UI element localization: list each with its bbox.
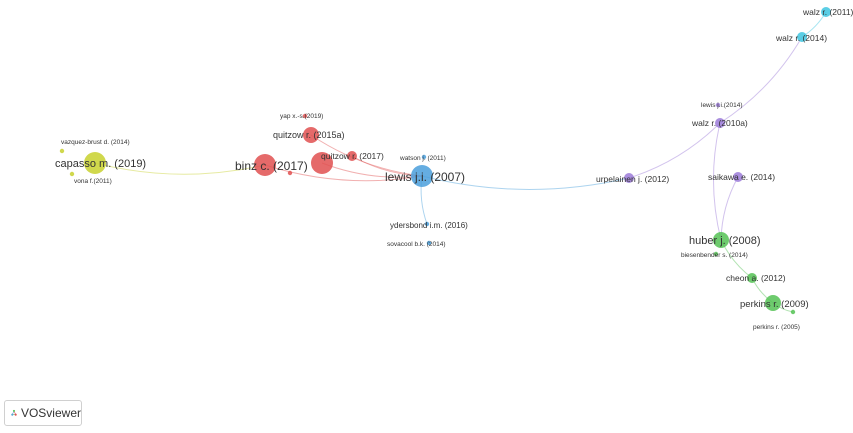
node-red_small[interactable] — [287, 170, 293, 176]
node-perkins2005[interactable] — [790, 309, 796, 315]
node-walz2014[interactable] — [797, 32, 807, 42]
node-capasso[interactable] — [84, 152, 106, 174]
node-cheon[interactable] — [747, 273, 757, 283]
link-lewis2007-urpelainen — [421, 175, 630, 190]
node-saikawa[interactable] — [733, 172, 743, 182]
node-vona[interactable] — [69, 171, 75, 177]
vosviewer-logo-text: VOSviewer — [20, 406, 81, 420]
label-urpelainen[interactable]: urpelainen j. (2012) — [596, 174, 669, 184]
label-walz2011[interactable]: walz r. (2011) — [802, 7, 853, 17]
link-walz2010a-walz2014 — [719, 36, 803, 124]
label-vona[interactable]: vona f.(2011) — [74, 178, 112, 185]
label-walz2010a[interactable]: walz r. (2010a) — [691, 118, 748, 128]
node-quitzow2017[interactable] — [347, 151, 357, 161]
node-red_mid[interactable] — [311, 152, 333, 174]
label-cheon[interactable]: cheon a. (2012) — [726, 273, 786, 283]
label-binz[interactable]: binz c. (2017) — [235, 159, 308, 173]
label-perkins2009[interactable]: perkins r. (2009) — [740, 299, 809, 310]
node-huber[interactable] — [713, 232, 729, 248]
label-saikawa[interactable]: saikawa e. (2014) — [708, 172, 775, 182]
node-urpelainen[interactable] — [624, 173, 634, 183]
node-lewis2014[interactable] — [715, 102, 721, 108]
node-walz2010a[interactable] — [715, 118, 725, 128]
link-walz2010a-huber — [712, 122, 722, 241]
label-huber[interactable]: huber j. (2008) — [689, 235, 761, 247]
node-ydersbond[interactable] — [424, 221, 430, 227]
node-perkins2009[interactable] — [765, 295, 781, 311]
label-lewis2007[interactable]: lewis j.i. (2007) — [385, 170, 465, 184]
node-vazquez[interactable] — [59, 148, 65, 154]
node-sovacool[interactable] — [426, 240, 432, 246]
link-binz-lewis2007 — [264, 164, 423, 182]
label-lewis2014[interactable]: lewis j.i.(2014) — [701, 102, 743, 109]
node-watson[interactable] — [421, 154, 427, 160]
link-urpelainen-walz2010a — [628, 122, 721, 179]
node-yap[interactable] — [302, 113, 308, 119]
label-ydersbond[interactable]: ydersbond i.m. (2016) — [390, 221, 468, 230]
vosviewer-logo-icon — [11, 409, 17, 416]
label-perkins2005[interactable]: perkins r. (2005) — [753, 324, 800, 331]
label-yap[interactable]: yap x.-s.(2019) — [280, 113, 323, 120]
label-watson[interactable]: watson j. (2011) — [399, 155, 446, 162]
label-capasso[interactable]: capasso m. (2019) — [55, 158, 146, 170]
node-lewis2007[interactable] — [411, 165, 433, 187]
label-quitzow2015a[interactable]: quitzow r. (2015a) — [273, 130, 345, 140]
node-quitzow2015a[interactable] — [303, 127, 319, 143]
label-sovacool[interactable]: sovacool b.k. (2014) — [387, 241, 446, 248]
node-biesenbender[interactable] — [713, 251, 719, 257]
label-vazquez[interactable]: vazquez-brust d. (2014) — [61, 139, 130, 146]
label-quitzow2017[interactable]: quitzow r. (2017) — [321, 151, 384, 161]
label-biesenbender[interactable]: biesenbender s. (2014) — [681, 252, 748, 259]
link-saikawa-huber — [720, 176, 739, 241]
link-capasso-binz — [94, 162, 266, 175]
link-quitzow2015a-lewis2007 — [310, 134, 423, 177]
node-walz2011[interactable] — [821, 7, 831, 17]
label-walz2014[interactable]: walz r. (2014) — [775, 33, 827, 43]
vosviewer-logo: VOSviewer — [4, 400, 82, 426]
node-binz[interactable] — [254, 154, 276, 176]
